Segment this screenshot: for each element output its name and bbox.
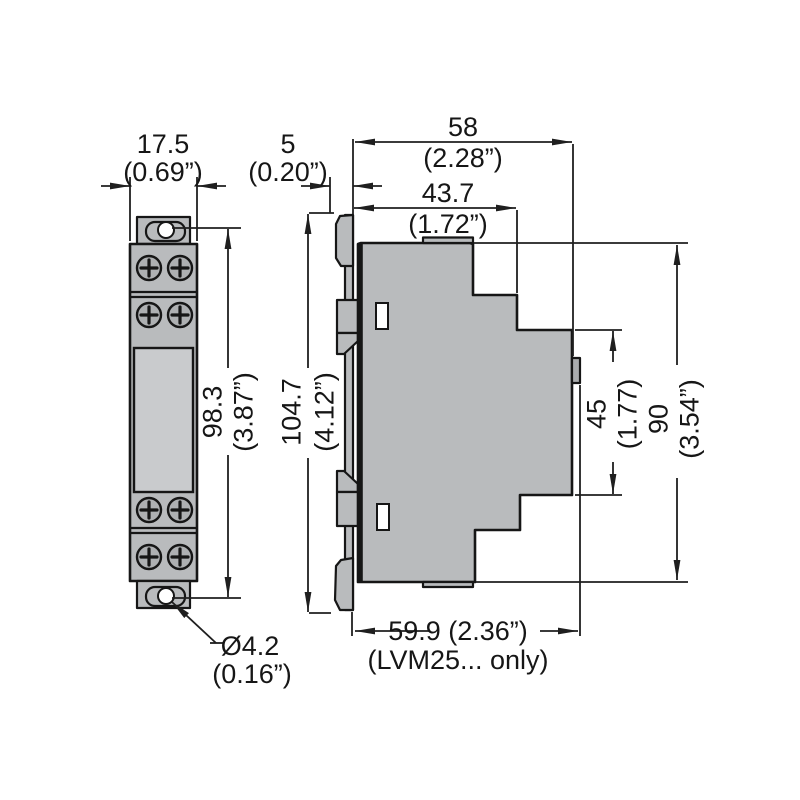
- dim-total-height: 104.7 (4.12”): [276, 212, 339, 614]
- side-slot-bottom: [376, 503, 390, 531]
- dim-front-height-in: (1.77): [612, 379, 642, 450]
- dim-lvm25-depth: 59.9 (2.36”) (LVM25... only): [351, 385, 581, 675]
- screw-icon: [135, 254, 163, 282]
- dim-upper-depth-in: (1.72”): [408, 209, 488, 239]
- dim-front-height: 45 (1.77): [575, 329, 642, 496]
- side-bottom-lip: [421, 580, 475, 589]
- side-right-tab: [570, 356, 582, 385]
- screw-icon: [166, 301, 194, 329]
- front-face-panel: [132, 346, 195, 494]
- dim-total-depth-in: (2.28”): [423, 143, 503, 173]
- dim-front-height-mm: 45: [581, 399, 611, 429]
- dim-clip-depth-in: (0.20”): [248, 157, 328, 187]
- dim-lvm25-depth-value: 59.9 (2.36”): [388, 616, 528, 646]
- dim-total-depth: 58 (2.28”): [355, 112, 574, 356]
- terminal-screws: [135, 254, 194, 571]
- dim-front-width-mm: 17.5: [137, 129, 190, 159]
- dim-clip-depth-mm: 5: [280, 129, 295, 159]
- side-top-lip: [421, 236, 475, 245]
- side-grip-hook-top: [335, 331, 360, 356]
- dim-hole-pitch: 98.3 (3.87”): [172, 227, 258, 599]
- side-body-profile: [356, 241, 574, 584]
- side-rear-strip: [343, 213, 355, 612]
- screw-icon: [166, 543, 194, 571]
- dim-hole-pitch-in: (3.87”): [228, 372, 258, 452]
- side-grip-hook-bottom: [335, 469, 360, 494]
- front-view: [128, 215, 199, 610]
- dim-hole-dia-mm: Ø4.2: [221, 631, 280, 661]
- screw-icon: [135, 301, 163, 329]
- dim-hole-dia-in: (0.16”): [212, 659, 292, 689]
- dim-total-height-mm: 104.7: [276, 378, 306, 446]
- dimensions: 17.5 (0.69”) 5 (0.20”) 58 (2.28”) 43.7 (: [101, 112, 704, 689]
- dim-body-height-in: (3.54”): [674, 379, 704, 459]
- dim-lvm25-depth-note: (LVM25... only): [367, 645, 548, 675]
- dim-body-height-mm: 90: [643, 404, 673, 434]
- dim-total-depth-mm: 58: [448, 112, 478, 142]
- dim-hole-pitch-mm: 98.3: [197, 386, 227, 439]
- screw-icon: [135, 543, 163, 571]
- dim-hole-dia: Ø4.2 (0.16”): [171, 601, 292, 689]
- side-view: [333, 213, 582, 612]
- screw-icon: [135, 496, 163, 524]
- dim-clip-depth: 5 (0.20”): [248, 129, 382, 214]
- front-bottom-hole: [157, 587, 175, 605]
- side-bottom-clip: [333, 556, 355, 612]
- dim-front-width-in: (0.69”): [123, 157, 203, 187]
- side-slot-top: [375, 302, 389, 330]
- dim-upper-depth-mm: 43.7: [422, 178, 475, 208]
- screw-icon: [166, 496, 194, 524]
- dim-upper-depth: 43.7 (1.72”): [354, 178, 518, 293]
- side-top-clip: [334, 213, 355, 268]
- dim-front-width: 17.5 (0.69”): [101, 129, 226, 241]
- front-top-hole: [157, 221, 175, 239]
- dim-total-height-in: (4.12”): [309, 372, 339, 452]
- screw-icon: [166, 254, 194, 282]
- dim-body-height: 90 (3.54”): [474, 242, 704, 583]
